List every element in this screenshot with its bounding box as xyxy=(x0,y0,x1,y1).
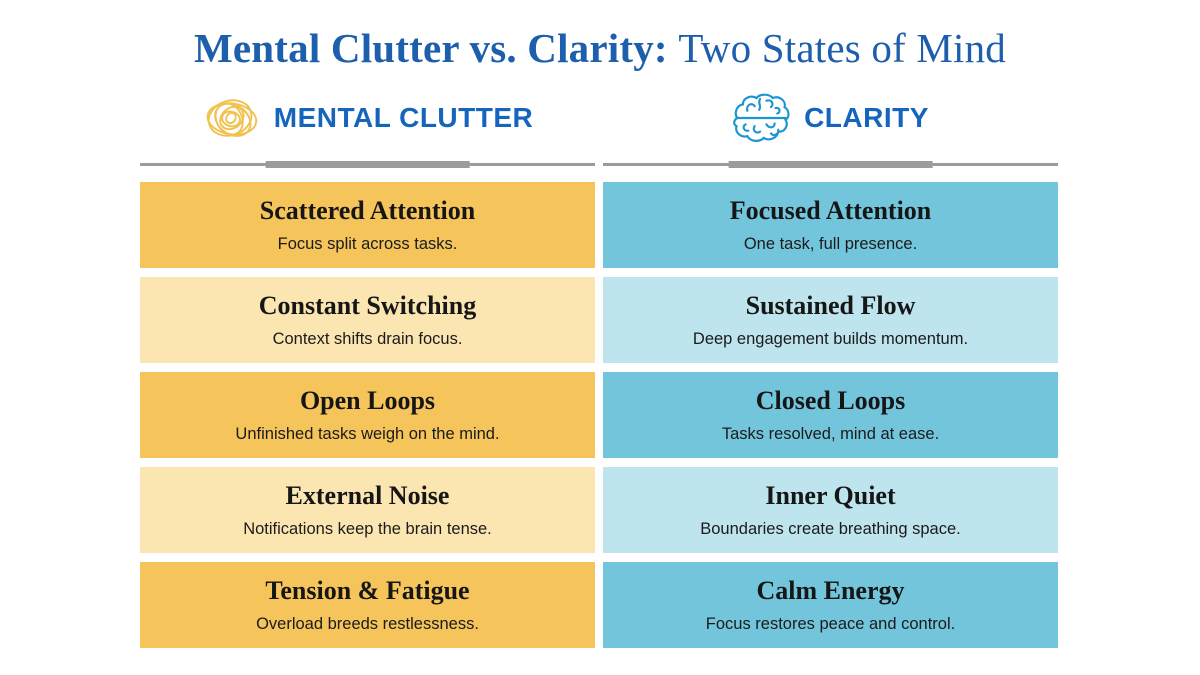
brain-icon xyxy=(732,89,790,147)
card-title: Inner Quiet xyxy=(765,481,896,511)
card-title: Tension & Fatigue xyxy=(265,576,470,606)
card-description: Unfinished tasks weigh on the mind. xyxy=(235,424,500,443)
page-title-bold: Mental Clutter vs. Clarity: xyxy=(194,25,668,71)
card-title: External Noise xyxy=(285,481,450,511)
card-title: Open Loops xyxy=(299,386,436,416)
column-header-clarity: CLARITY xyxy=(603,88,1058,148)
card-title: Focused Attention xyxy=(729,196,932,226)
divider-thick-segment xyxy=(265,161,470,168)
card-open-loops: Open Loops Unfinished tasks weigh on the… xyxy=(140,372,595,458)
card-title: Closed Loops xyxy=(755,386,906,416)
comparison-board: MENTAL CLUTTER CLARITY xyxy=(140,88,1058,648)
card-description: Focus restores peace and control. xyxy=(705,614,956,633)
card-inner-quiet: Inner Quiet Boundaries create breathing … xyxy=(603,467,1058,553)
card-description: Tasks resolved, mind at ease. xyxy=(721,424,940,443)
scribble-icon xyxy=(202,89,260,147)
card-sustained-flow: Sustained Flow Deep engagement builds mo… xyxy=(603,277,1058,363)
column-header-label: MENTAL CLUTTER xyxy=(273,102,534,133)
page-title: Mental Clutter vs. Clarity:Two States of… xyxy=(0,0,1200,72)
column-header-mental-clutter: MENTAL CLUTTER xyxy=(140,88,595,148)
card-description: One task, full presence. xyxy=(743,234,918,253)
card-constant-switching: Constant Switching Context shifts drain … xyxy=(140,277,595,363)
card-description: Context shifts drain focus. xyxy=(272,329,463,348)
card-description: Focus split across tasks. xyxy=(277,234,458,253)
card-title: Constant Switching xyxy=(258,291,477,321)
card-closed-loops: Closed Loops Tasks resolved, mind at eas… xyxy=(603,372,1058,458)
clarity-divider xyxy=(603,157,1058,173)
card-title: Sustained Flow xyxy=(745,291,916,321)
card-title: Scattered Attention xyxy=(259,196,476,226)
clutter-divider xyxy=(140,157,595,173)
column-header-label: CLARITY xyxy=(804,102,929,133)
card-focused-attention: Focused Attention One task, full presenc… xyxy=(603,182,1058,268)
card-title: Calm Energy xyxy=(756,576,905,606)
card-scattered-attention: Scattered Attention Focus split across t… xyxy=(140,182,595,268)
card-description: Notifications keep the brain tense. xyxy=(243,519,492,538)
card-description: Deep engagement builds momentum. xyxy=(692,329,969,348)
divider-thick-segment xyxy=(728,161,933,168)
card-tension-fatigue: Tension & Fatigue Overload breeds restle… xyxy=(140,562,595,648)
card-description: Overload breeds restlessness. xyxy=(256,614,479,633)
page-title-regular: Two States of Mind xyxy=(678,25,1006,71)
card-external-noise: External Noise Notifications keep the br… xyxy=(140,467,595,553)
card-description: Boundaries create breathing space. xyxy=(700,519,961,538)
card-calm-energy: Calm Energy Focus restores peace and con… xyxy=(603,562,1058,648)
